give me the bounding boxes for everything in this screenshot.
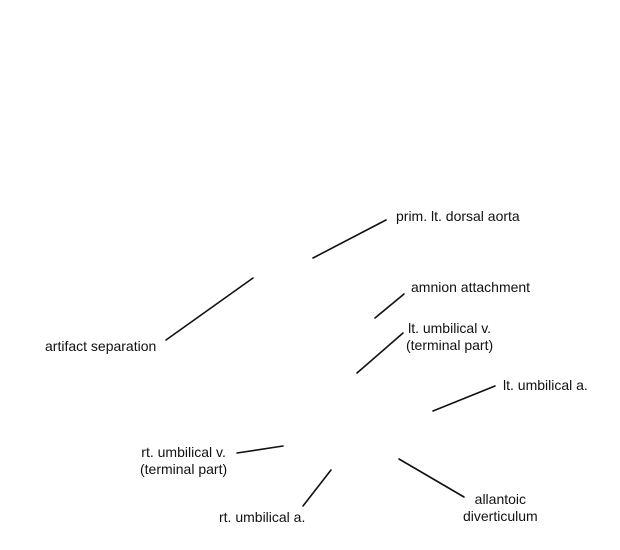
leader-rt-umbilical-a xyxy=(302,469,332,507)
label-text-line2: diverticulum xyxy=(463,508,538,524)
label-text: lt. umbilical a. xyxy=(503,377,588,393)
label-text-line2: (terminal part) xyxy=(406,337,494,353)
label-artifact-separation: artifact separation xyxy=(45,338,156,355)
label-rt-umbilical-a: rt. umbilical a. xyxy=(219,509,305,526)
leader-lt-umbilical-a xyxy=(432,385,496,412)
leader-artifact-separation xyxy=(165,277,254,341)
label-prim-lt-dorsal-aorta: prim. lt. dorsal aorta xyxy=(396,208,520,225)
leader-amnion-attachment xyxy=(374,293,405,319)
label-rt-umbilical-v: rt. umbilical v. (terminal part) xyxy=(140,444,227,478)
label-text: rt. umbilical a. xyxy=(219,509,306,525)
label-text: artifact separation xyxy=(45,338,157,354)
leader-rt-umbilical-v xyxy=(236,445,284,454)
leader-lt-umbilical-v xyxy=(356,332,404,374)
label-text-line1: lt. umbilical v. xyxy=(408,320,492,336)
label-allantoic-diverticulum: allantoic diverticulum xyxy=(463,491,538,525)
leader-allantoic-diverticulum xyxy=(398,458,465,498)
label-lt-umbilical-v: lt. umbilical v. (terminal part) xyxy=(406,320,493,354)
leader-prim-lt-dorsal-aorta xyxy=(312,219,387,259)
label-text-line2: (terminal part) xyxy=(140,461,228,477)
label-text: prim. lt. dorsal aorta xyxy=(396,208,520,224)
label-text-line1: allantoic xyxy=(474,491,527,507)
label-text-line1: rt. umbilical v. xyxy=(141,444,226,460)
label-text: amnion attachment xyxy=(411,279,531,295)
label-amnion-attachment: amnion attachment xyxy=(411,279,530,296)
label-lt-umbilical-a: lt. umbilical a. xyxy=(503,377,588,394)
